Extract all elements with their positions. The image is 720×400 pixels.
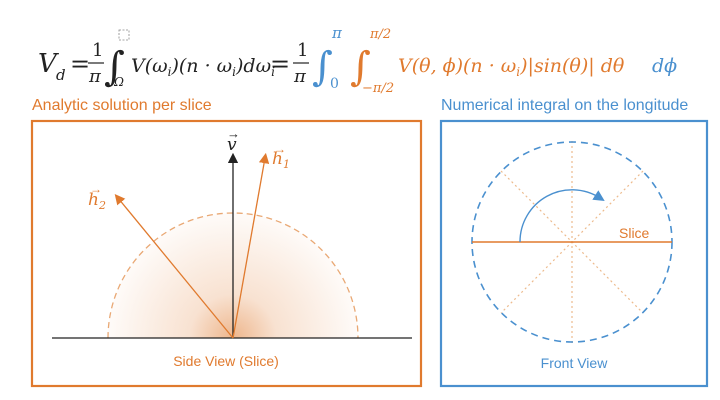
eq-equals-2: = <box>270 50 290 78</box>
eq-dphi: dϕ <box>652 55 677 77</box>
vector-h2-arrow-glyph: → <box>90 182 102 196</box>
vector-h2-arrow <box>114 193 234 339</box>
hemisphere-arc <box>107 212 359 339</box>
left-panel-caption: Side View (Slice) <box>173 353 279 369</box>
right-panel: Numerical integral on the longitude Slic… <box>439 97 709 388</box>
eq-term2: V(θ, ϕ)(n · ωi)|sin(θ)| dθ <box>398 55 625 79</box>
eq-frac1-den: π <box>88 66 102 87</box>
eq-term1-sub-c: i <box>271 65 275 79</box>
eq-term1-b: )(n · ω <box>170 55 232 77</box>
right-panel-frame <box>439 119 709 388</box>
vector-h1-label: h1 <box>272 149 290 171</box>
eq-term2-b: )|sin(θ)| dθ <box>519 55 625 77</box>
slice-label: Slice <box>619 225 650 241</box>
vector-h2-label: h2 <box>88 190 106 212</box>
eq-term2-a: V(θ, ϕ)(n · ω <box>398 55 516 77</box>
eq-integral-sign-1: ∫ <box>104 44 125 90</box>
eq-integral-sign-outer: ∫ <box>312 44 333 90</box>
eq-term1-a: V(ω <box>131 55 168 77</box>
eq-term1: V(ωi)(n · ωi)dωi <box>131 55 275 79</box>
rotation-arrow <box>519 189 605 243</box>
eq-frac2-num: 1 <box>297 40 308 61</box>
left-panel-title: Analytic solution per slice <box>32 97 212 114</box>
eq-term2-sub: i <box>516 65 520 79</box>
vector-h1-arrow-glyph: → <box>274 142 286 156</box>
vector-h1-arrow <box>232 152 270 339</box>
left-panel-frame <box>30 119 423 388</box>
eq-lhs-subscript: d <box>56 66 66 84</box>
eq-equals-1: = <box>70 50 90 78</box>
eq-outer-lower: 0 <box>330 76 339 92</box>
right-panel-title: Numerical integral on the longitude <box>441 97 688 114</box>
eq-term1-c: )dω <box>235 55 271 77</box>
eq-frac2-den: π <box>293 66 307 87</box>
eq-integral-sign-inner: ∫ <box>350 44 371 90</box>
eq-outer-upper: π <box>331 24 343 42</box>
eq-inner-lower: −π/2 <box>362 81 394 96</box>
eq-lhs-symbol: V <box>38 49 59 79</box>
right-panel-caption: Front View <box>541 355 609 371</box>
eq-inner-upper: π/2 <box>369 27 391 42</box>
eq-upper-limit-placeholder <box>118 29 130 41</box>
left-panel: Analytic solution per slice v → h1 → h2 … <box>30 97 423 388</box>
vector-v-arrow-glyph: → <box>227 126 240 141</box>
eq-term1-sub-b: i <box>232 65 236 79</box>
vector-v-label: v <box>227 135 237 155</box>
eq-term1-sub-a: i <box>168 65 172 79</box>
eq-domain-omega: Ω <box>113 75 124 89</box>
equation: V d = 1 π ∫ Ω V(ωi)(n · ωi)dωi = 1 π ∫ 0… <box>38 24 677 96</box>
eq-frac1-num: 1 <box>92 40 103 61</box>
